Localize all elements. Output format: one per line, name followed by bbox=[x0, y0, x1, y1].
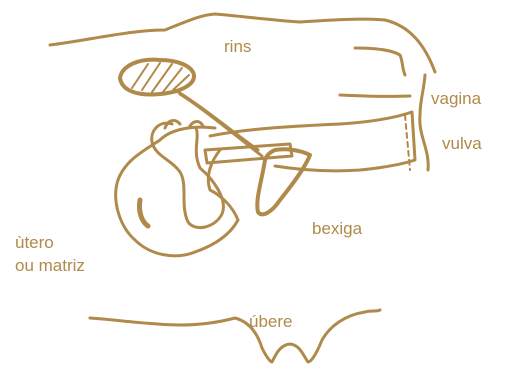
reproductive-tract bbox=[210, 112, 415, 171]
label-vagina: vagina bbox=[431, 88, 481, 110]
label-ubere: úbere bbox=[249, 311, 292, 333]
kidney bbox=[120, 60, 194, 95]
label-utero: ùtero bbox=[15, 232, 54, 254]
ovary-mark bbox=[139, 200, 148, 226]
label-bexiga: bexiga bbox=[312, 218, 362, 240]
label-vulva: vulva bbox=[442, 133, 482, 155]
vagina-outline bbox=[340, 95, 410, 96]
tail-line bbox=[355, 48, 405, 75]
perineum-outline bbox=[420, 75, 428, 170]
bladder bbox=[257, 149, 310, 214]
label-ou-matriz: ou matriz bbox=[15, 255, 85, 277]
udder-outline bbox=[90, 310, 380, 362]
label-rins: rins bbox=[224, 36, 251, 58]
oviduct-right bbox=[190, 122, 203, 127]
